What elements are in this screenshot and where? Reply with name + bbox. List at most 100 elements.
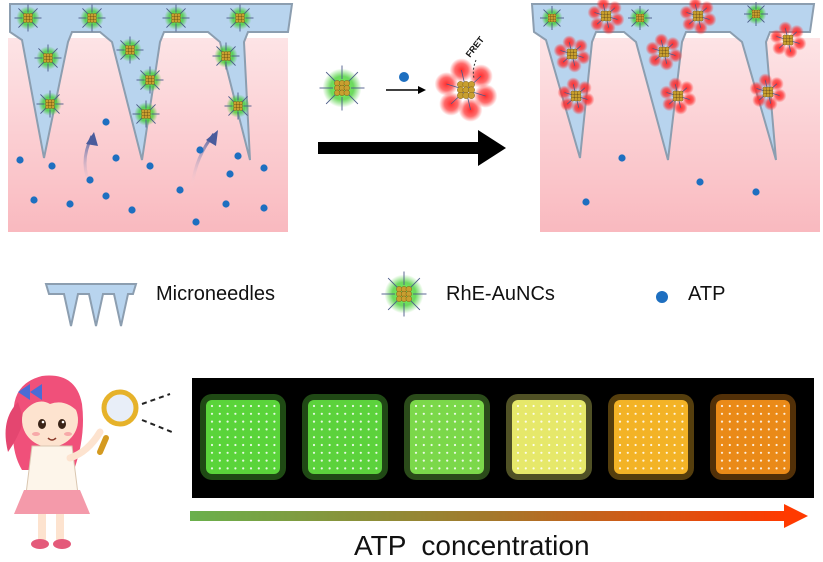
needle-tip [673,459,676,462]
needle-tip [548,412,551,415]
needle-tip [579,420,582,423]
red-glow [601,20,616,35]
needle-tip [728,420,731,423]
needle-tip [477,451,480,454]
needle-tip [477,420,480,423]
needle-tip [218,451,221,454]
gold-atom [573,55,578,60]
needle-tip [736,436,739,439]
needle-tip [367,467,370,470]
ligand [543,9,549,15]
needle-tip [265,451,268,454]
needle-tip [555,404,559,408]
left-panel [8,3,294,232]
needle-tip [344,428,347,431]
ligand [241,109,248,116]
needle-tip [516,459,520,462]
needle-tip [744,443,747,447]
needle-tip [375,436,378,439]
needle-tip [532,451,535,454]
needle-tip [540,436,543,439]
gold-atom [607,17,612,22]
concentration-arrow-head [784,504,808,528]
needle-tip [312,459,316,462]
needle-tip [657,404,661,408]
needle-tip [257,443,260,447]
needle-tip [650,428,653,431]
needle-tip [453,436,457,439]
needle-tip [579,428,582,431]
needle-tip [634,412,637,415]
needle-tip [563,420,566,423]
needle-tip [249,451,253,454]
needle-tip [438,467,441,470]
needle-tip [736,443,739,447]
needle-tip [469,459,472,462]
needle-tip [375,459,378,462]
needle-tip [650,436,653,439]
needle-tip [446,420,449,423]
needle-tip [642,404,645,408]
needle-tip [359,420,362,423]
needle-tip [516,428,520,431]
needle-tip [775,412,778,415]
needle-tip [752,451,755,454]
needle-tip [618,451,622,454]
atp-molecule [16,156,24,164]
needle-tip [720,436,724,439]
needle-tip [673,420,676,423]
needle-tip [469,436,472,439]
needle-tip [540,451,543,454]
needle-tip [673,436,676,439]
ligand [228,96,235,103]
needle-tip [328,404,331,408]
needle-tip [728,467,731,470]
atp-molecule [176,186,184,194]
needle-tip [469,467,472,470]
needle-tip [446,404,449,408]
needle-tip [344,467,347,470]
gold-atom [176,18,181,23]
needle-tip [320,420,323,423]
needle-tip [650,467,653,470]
needle-tip [728,459,731,462]
needle-tip [540,459,543,462]
needle-tip [563,451,566,454]
needle-tip [336,428,339,431]
needle-tip [446,443,449,447]
needle-tip [516,443,520,447]
needle-tip [657,459,661,462]
needle-tip [351,451,355,454]
needle-tip [312,428,316,431]
needle-tip [657,412,661,415]
needle-tip [626,459,629,462]
needle-tip [563,436,566,439]
needle-tip [720,443,724,447]
needle-tip [234,459,237,462]
girl-shirt [25,445,79,495]
girl-arm [66,428,104,462]
needle-tip [226,451,229,454]
needle-tip [524,420,527,423]
needle-tip [634,451,637,454]
needle-tip [375,451,378,454]
needle-tip [650,459,653,462]
needle-tip [438,451,441,454]
needle-tip [265,467,268,470]
needle-tip [673,467,676,470]
needle-tip [461,420,464,423]
needle-tip [571,451,574,454]
needle-tip [548,467,551,470]
ligand [153,83,160,90]
needle-tip [218,412,221,415]
needle-tip [728,428,731,431]
needle-tip [320,451,323,454]
needle-tip [430,420,433,423]
needle-tip [438,404,441,408]
needle-tip [555,467,559,470]
needle-tip [226,420,229,423]
needle-tip [226,412,229,415]
needle-tip [359,404,362,408]
microneedle-sample [710,394,796,480]
needle-tip [312,451,316,454]
